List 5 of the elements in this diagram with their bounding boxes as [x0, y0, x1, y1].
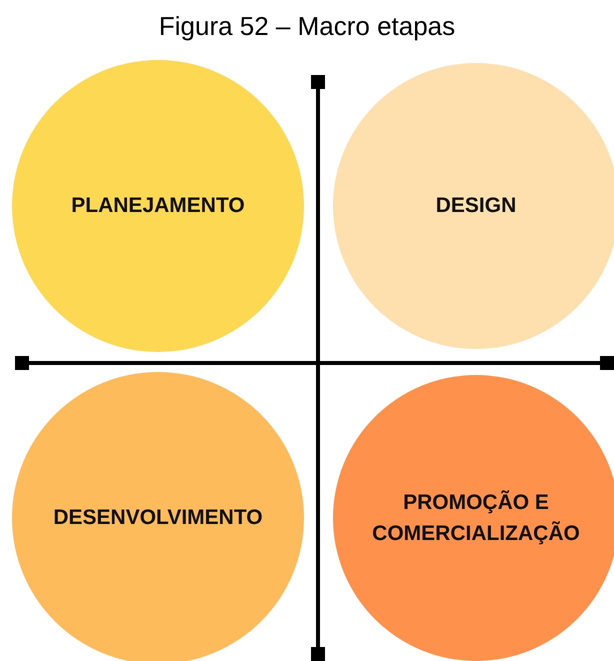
stage-label: DESENVOLVIMENTO	[53, 505, 263, 532]
stage-label: PLANEJAMENTO	[71, 193, 245, 220]
stage-label: PROMOÇÃO E COMERCIALIZAÇÃO	[371, 489, 581, 547]
figure-title: Figura 52 – Macro etapas	[158, 10, 456, 42]
stage-label: DESIGN	[436, 193, 516, 220]
